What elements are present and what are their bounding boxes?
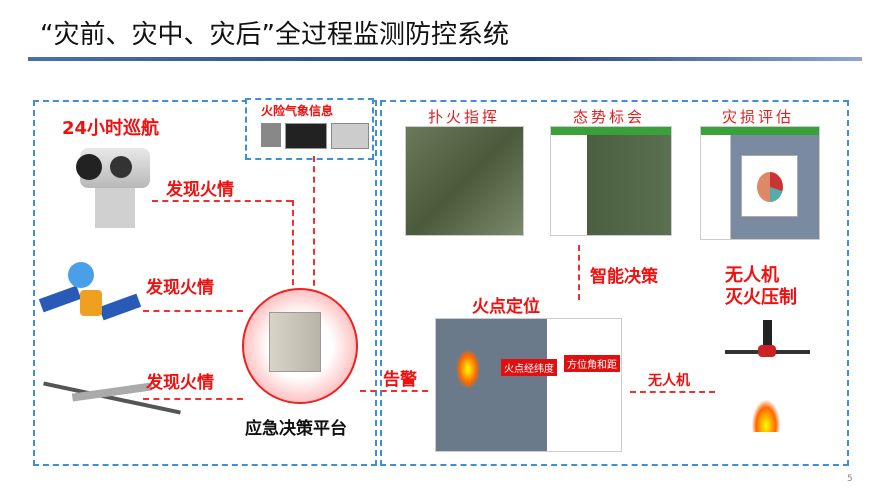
- map-label-bearing: 方位角和距: [564, 355, 620, 372]
- patrol-label: 24小时巡航: [62, 118, 160, 139]
- fire-location-map: 火点经纬度 方位角和距: [435, 318, 622, 452]
- camera-mount: [95, 188, 135, 228]
- weather-instruments-icon: [261, 123, 372, 149]
- map-label-coords: 火点经纬度: [501, 359, 557, 376]
- platform-label: 应急决策平台: [245, 419, 347, 439]
- arrow-alarm: [360, 390, 428, 392]
- uav-suppression-label: 无人机灭火压制: [725, 265, 797, 309]
- decision-label: 智能决策: [590, 267, 658, 287]
- situation-screenshot: [550, 126, 672, 236]
- arrow-decision: [578, 245, 580, 300]
- page-number: 5: [847, 474, 853, 484]
- caption-situation: 态势标会: [573, 108, 646, 126]
- uav-label-line2: 灭火压制: [725, 287, 797, 308]
- uav-arrow-label: 无人机: [648, 373, 690, 389]
- satellite-icon: [38, 262, 142, 342]
- assessment-screenshot: [700, 126, 820, 240]
- arrow-camera: [152, 200, 292, 202]
- title-rule: [28, 57, 862, 61]
- arrow-satellite: [143, 310, 243, 312]
- drone-icon: [725, 320, 810, 385]
- locate-label: 火点定位: [472, 297, 540, 317]
- command-screenshot: [405, 126, 524, 236]
- alarm-label: 告警: [383, 370, 417, 390]
- weather-box: 火险气象信息: [245, 98, 374, 160]
- detect-label-2: 发现火情: [146, 278, 214, 298]
- detect-label-1: 发现火情: [166, 180, 234, 200]
- arrow-weather: [313, 156, 315, 296]
- uav-label-line1: 无人机: [725, 265, 779, 286]
- caption-assessment: 灾损评估: [722, 108, 795, 126]
- arrow-aircraft: [143, 398, 243, 400]
- ptz-camera-icon: [76, 148, 150, 188]
- arrow-camera-down: [292, 200, 294, 295]
- page-title: “灾前、灾中、灾后”全过程监测防控系统: [40, 20, 509, 50]
- weather-label: 火险气象信息: [261, 104, 334, 118]
- flame-icon: [752, 400, 780, 432]
- caption-command: 扑火指挥: [428, 108, 501, 126]
- fire-icon: [456, 349, 480, 389]
- sensing-panel: [33, 100, 377, 466]
- platform-server-icon: [242, 288, 358, 404]
- arrow-uav: [630, 391, 715, 393]
- response-panel: [380, 100, 849, 466]
- detect-label-3: 发现火情: [146, 373, 214, 393]
